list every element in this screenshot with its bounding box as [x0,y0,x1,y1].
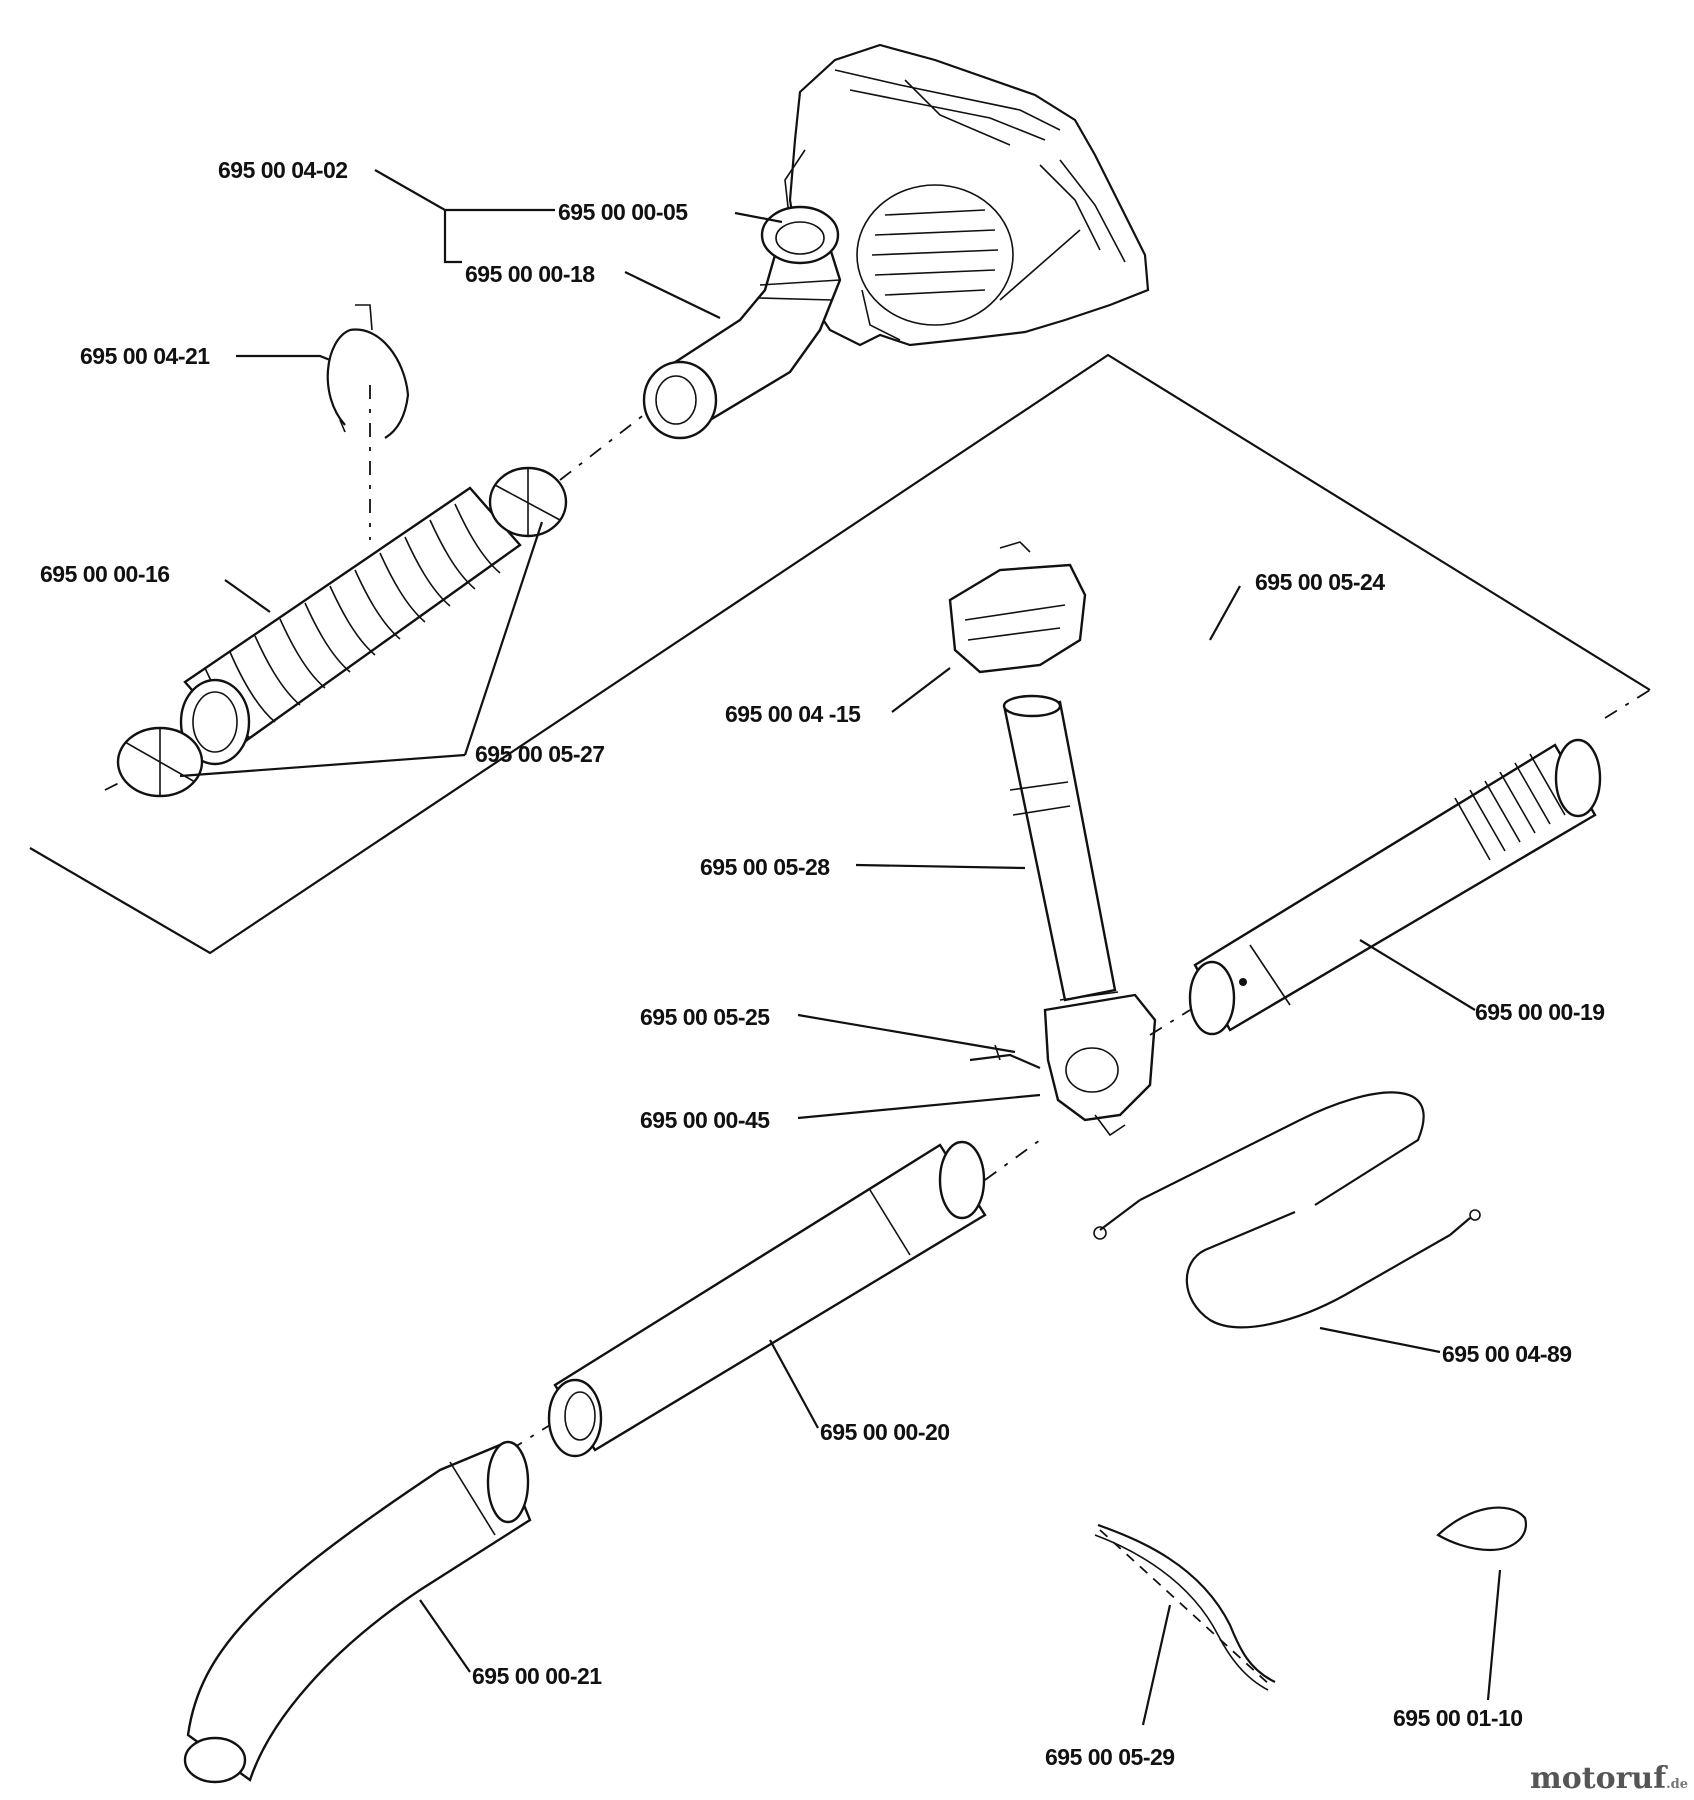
throttle-cable [1093,1091,1481,1329]
watermark-suffix: .de [1666,1777,1688,1792]
label-695-00-01-10: 695 00 01-10 [1393,1705,1523,1731]
label-695-00-00-05: 695 00 00-05 [558,199,688,225]
motoruf-watermark: motoruf.de [1530,1761,1688,1796]
leader-lines [179,169,1502,1726]
hose-clip [1436,1506,1528,1552]
lock-pin [969,1044,1041,1070]
label-695-00-05-24: 695 00 05-24 [1255,569,1385,595]
elbow-pipe [642,205,842,440]
label-695-00-04-15: 695 00 04 -15 [725,701,861,727]
label-695-00-00-18: 695 00 00-18 [465,261,595,287]
label-695-00-05-27: 695 00 05-27 [475,741,605,767]
watermark-brand: motoruf [1529,1761,1667,1796]
label-695-00-05-25: 695 00 05-25 [640,1004,770,1030]
label-695-00-00-19: 695 00 00-19 [1475,999,1605,1025]
label-695-00-05-29: 695 00 05-29 [1045,1744,1175,1770]
part-labels: 695 00 04-02 695 00 00-05 695 00 00-18 6… [40,157,1605,1770]
right-tube [1188,738,1602,1036]
middle-tube [547,1140,987,1458]
flex-hose [116,466,568,798]
label-695-00-00-16: 695 00 00-16 [40,561,170,587]
label-695-00-00-45: 695 00 00-45 [640,1107,770,1133]
label-695-00-00-21: 695 00 00-21 [472,1663,602,1689]
label-695-00-04-02: 695 00 04-02 [218,157,348,183]
blower-housing [784,43,1150,347]
upper-tube [1002,694,1121,1013]
joint-block [1043,993,1157,1137]
label-695-00-04-21: 695 00 04-21 [80,343,210,369]
nozzle-tube [183,1440,532,1784]
kit-frame-outline [29,353,1651,955]
shoulder-strap [1094,1523,1276,1691]
label-695-00-05-28: 695 00 05-28 [700,854,830,880]
hose-clamp-top [326,304,410,439]
throttle-handle [948,541,1087,674]
label-695-00-00-20: 695 00 00-20 [820,1419,950,1445]
label-695-00-04-89: 695 00 04-89 [1442,1341,1572,1367]
